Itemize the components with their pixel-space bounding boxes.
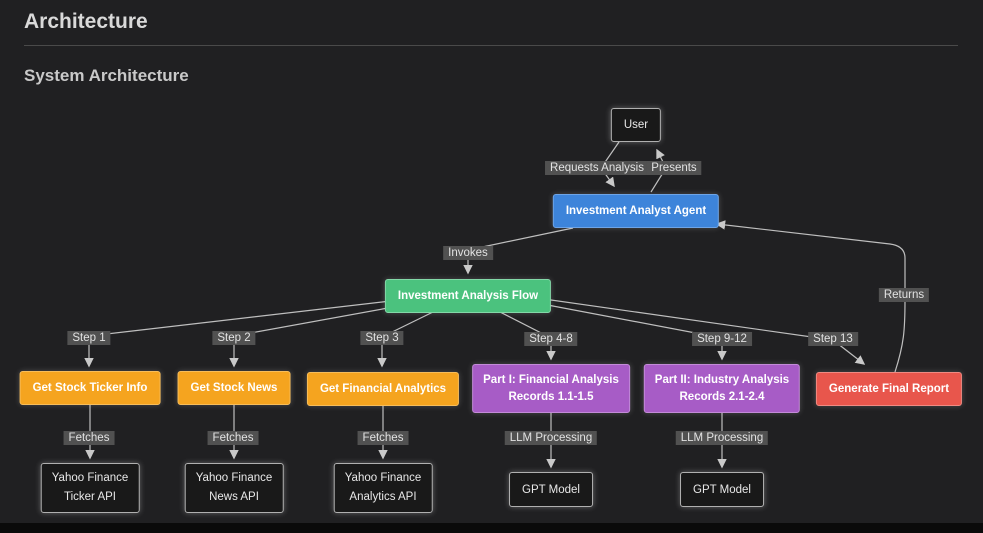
edge-label-returns: Returns: [878, 288, 930, 302]
edge-flow-to-part2: [536, 302, 727, 361]
node-part1-line2: Records 1.1-1.5: [508, 390, 594, 403]
node-yahoo-finance-news-api: Yahoo Finance News API: [184, 463, 284, 513]
node-yahoo-analytics-line1: Yahoo Finance: [344, 472, 422, 484]
node-part2-line2: Records 2.1-2.4: [679, 390, 765, 403]
node-gpt2-label: GPT Model: [693, 483, 751, 496]
edge-label-llm-processing-1: LLM Processing: [504, 431, 598, 445]
node-part2-line1: Part II: Industry Analysis: [654, 373, 790, 386]
node-yahoo-news-line1: Yahoo Finance: [195, 472, 273, 484]
node-flow-label: Investment Analysis Flow: [397, 290, 539, 302]
node-user-label: User: [623, 119, 649, 131]
edge-label-step-1: Step 1: [67, 331, 111, 345]
edge-label-step-9-12: Step 9-12: [692, 332, 752, 346]
node-part2-industry-analysis: Part II: Industry Analysis Records 2.1-2…: [643, 364, 801, 413]
node-generate-final-report: Generate Final Report: [815, 372, 963, 406]
section-heading: System Architecture: [24, 66, 189, 85]
page-title: Architecture: [24, 10, 958, 46]
node-gpt-model-1: GPT Model: [509, 472, 593, 507]
node-part1-line1: Part I: Financial Analysis: [483, 373, 619, 386]
edge-label-step-2: Step 2: [212, 331, 256, 345]
edge-label-step-4-8: Step 4-8: [524, 332, 578, 346]
node-agent-label: Investment Analyst Agent: [565, 205, 707, 217]
node-yahoo-analytics-line2: Analytics API: [349, 491, 417, 503]
edge-report-to-agent: [715, 220, 906, 373]
node-report-label: Generate Final Report: [828, 383, 950, 395]
node-get-stock-ticker-info: Get Stock Ticker Info: [19, 371, 161, 405]
node-yahoo-ticker-line1: Yahoo Finance: [51, 472, 129, 484]
edge-flow-to-report: [536, 297, 866, 365]
node-user: User: [610, 108, 662, 142]
edge-label-step-13: Step 13: [808, 332, 858, 346]
node-yahoo-ticker-line2: Ticker API: [64, 491, 116, 503]
node-get-financial-analytics: Get Financial Analytics: [306, 372, 460, 406]
edge-label-fetches-1: Fetches: [63, 431, 115, 445]
node-yahoo-finance-ticker-api: Yahoo Finance Ticker API: [40, 463, 140, 513]
edge-label-presents: Presents: [646, 161, 702, 175]
node-gpt1-label: GPT Model: [522, 483, 580, 496]
edge-label-llm-processing-2: LLM Processing: [675, 431, 769, 445]
node-get-stock-news: Get Stock News: [177, 371, 291, 405]
edge-label-fetches-2: Fetches: [207, 431, 259, 445]
node-part1-financial-analysis: Part I: Financial Analysis Records 1.1-1…: [472, 364, 630, 413]
edge-label-requests-analysis: Requests Analysis: [545, 161, 649, 175]
edge-label-invokes: Invokes: [443, 246, 493, 260]
node-investment-analysis-flow: Investment Analysis Flow: [384, 279, 552, 313]
node-yahoo-news-line2: News API: [209, 491, 259, 503]
edge-label-fetches-3: Fetches: [357, 431, 409, 445]
node-gpt-model-2: GPT Model: [680, 472, 764, 507]
node-get-analytics-label: Get Financial Analytics: [319, 383, 447, 395]
node-get-ticker-label: Get Stock Ticker Info: [32, 382, 148, 394]
node-investment-analyst-agent: Investment Analyst Agent: [552, 194, 720, 228]
viewport-bottom-strip: [0, 523, 983, 533]
edge-label-step-3: Step 3: [360, 331, 404, 345]
node-get-news-label: Get Stock News: [190, 382, 278, 394]
node-yahoo-finance-analytics-api: Yahoo Finance Analytics API: [333, 463, 433, 513]
